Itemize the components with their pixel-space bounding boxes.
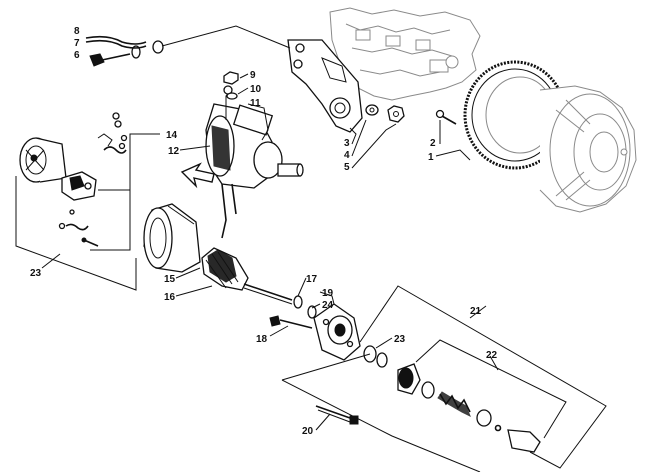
washer-7	[131, 45, 141, 59]
label-23-lower: 23	[394, 334, 406, 345]
bolt-2	[435, 109, 457, 125]
brush-hardware-14	[97, 112, 128, 154]
brush-holder	[61, 171, 97, 201]
armature	[201, 247, 293, 305]
mounting-bracket	[287, 39, 363, 133]
nut-8	[152, 40, 164, 54]
label-3: 3	[344, 138, 350, 149]
starter-motor	[205, 85, 304, 239]
leader-lines	[15, 25, 607, 472]
screw-hardware	[58, 209, 99, 247]
label-12: 12	[168, 146, 180, 157]
label-4: 4	[344, 150, 350, 161]
label-7: 7	[74, 38, 80, 49]
label-9: 9	[250, 70, 256, 81]
label-21: 21	[470, 306, 482, 317]
label-15: 15	[164, 274, 176, 285]
end-cap-23	[19, 137, 67, 183]
label-24: 24	[322, 300, 334, 311]
washer-24	[307, 305, 317, 319]
bendix-collar	[421, 381, 435, 399]
flywheel-housing-outline	[539, 85, 637, 213]
nut-5	[387, 105, 405, 123]
label-19: 19	[322, 288, 334, 299]
washer-10	[226, 92, 238, 100]
direction-arrow	[180, 162, 215, 189]
bolt-18	[269, 315, 313, 329]
label-8: 8	[74, 26, 80, 37]
washer-17	[293, 295, 303, 309]
bendix-cap	[507, 429, 541, 453]
label-22: 22	[486, 350, 498, 361]
washer-23	[363, 345, 388, 368]
label-18: 18	[256, 334, 268, 345]
label-10: 10	[250, 84, 262, 95]
through-bolt-20	[315, 405, 359, 425]
label-11: 11	[250, 98, 261, 109]
engine-block-outline	[329, 7, 481, 101]
bendix-spring	[437, 391, 471, 418]
wire-cable-8	[85, 35, 147, 49]
label-5: 5	[344, 162, 350, 173]
label-17: 17	[306, 274, 318, 285]
washer-4	[365, 104, 379, 116]
drive-housing-19	[313, 303, 361, 361]
label-16: 16	[164, 292, 176, 303]
label-2: 2	[430, 138, 436, 149]
label-1: 1	[428, 152, 434, 163]
drive-pinion	[397, 363, 421, 395]
bendix-clip	[494, 424, 502, 432]
label-23-upper: 23	[30, 268, 42, 279]
nut-9	[223, 71, 239, 85]
field-frame	[143, 203, 201, 273]
label-6: 6	[74, 50, 80, 61]
bendix-sleeve	[476, 409, 492, 427]
label-14: 14	[166, 130, 178, 141]
part-labels: 1 2 3 4 5 6 7 8 9 10 11 12 14 15 16 17 1…	[30, 26, 498, 437]
bolt-6	[89, 53, 131, 67]
label-20: 20	[302, 426, 314, 437]
